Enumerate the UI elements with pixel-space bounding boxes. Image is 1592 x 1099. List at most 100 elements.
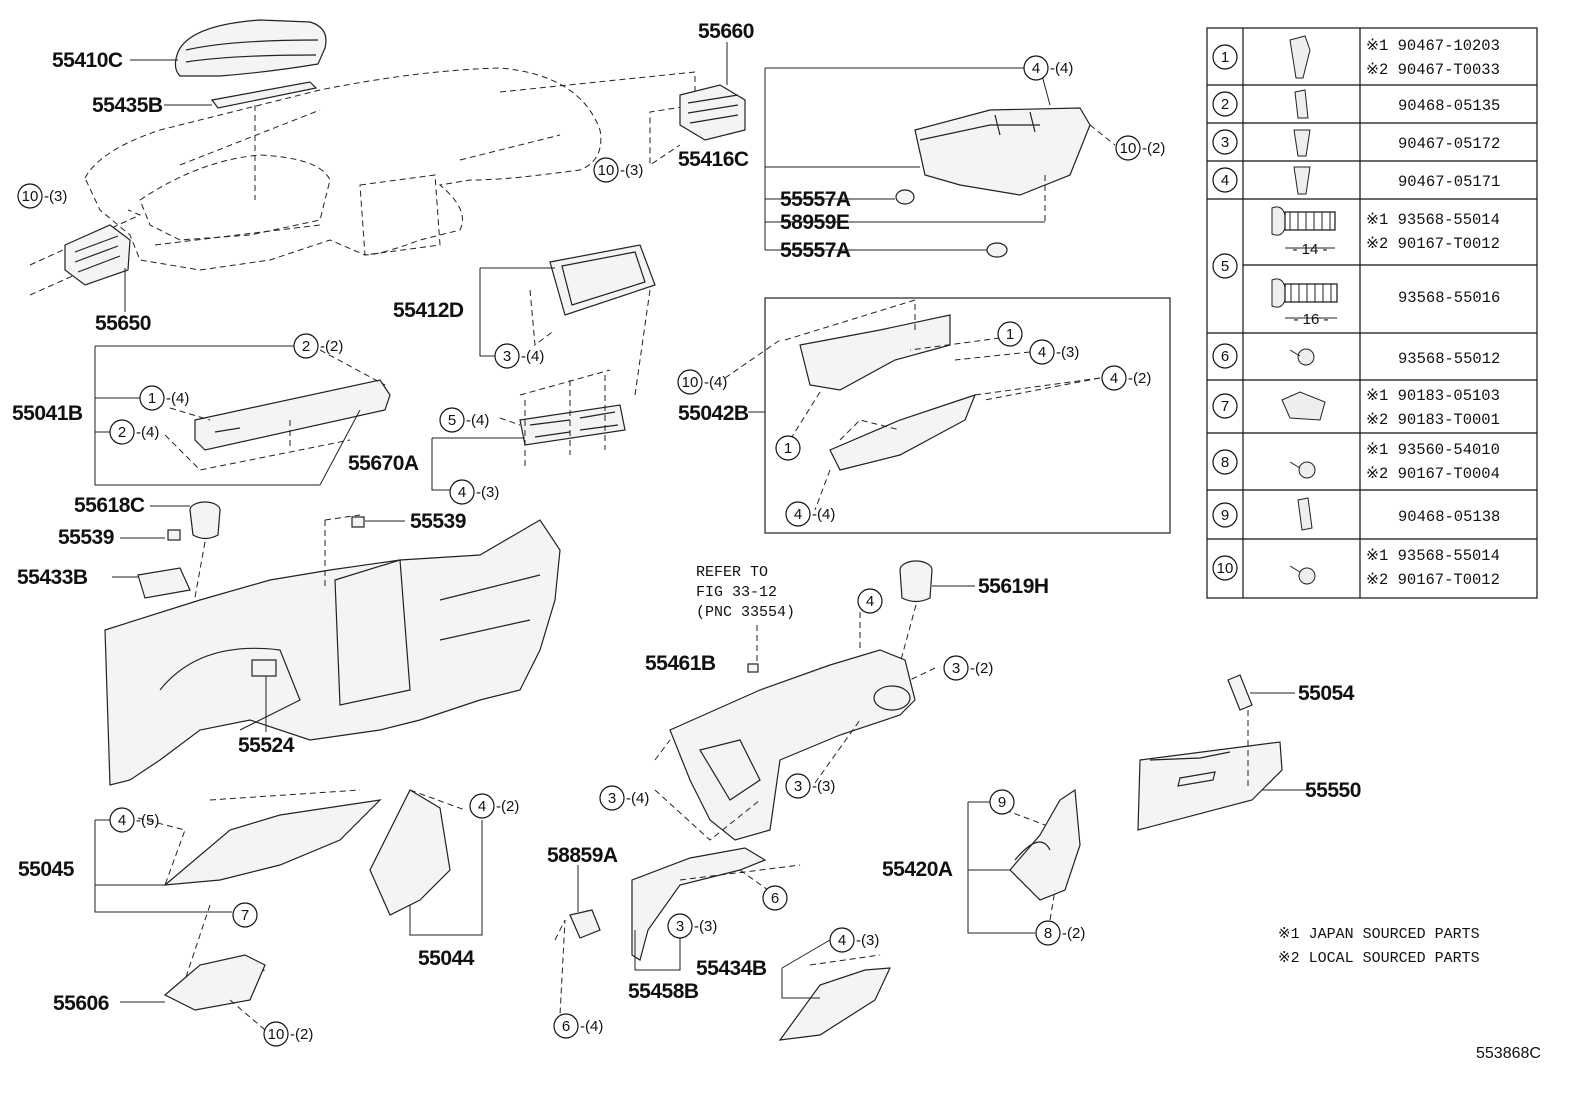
- svg-text:1: 1: [784, 440, 792, 457]
- svg-text:9: 9: [1221, 507, 1229, 524]
- fastener-table: 1 ※1 90467-10203 ※2 90467-T0033 2 90468-…: [1206, 27, 1538, 599]
- svg-text:-(3): -(3): [812, 778, 835, 795]
- svg-text:3: 3: [676, 918, 684, 935]
- callout-c1: 4: [1023, 55, 1049, 81]
- part-duct-55420A: [1009, 788, 1081, 901]
- part-lock-55054: [1227, 674, 1253, 711]
- callout-c26: 9: [989, 789, 1015, 815]
- part-bracket-55433B: [137, 567, 191, 599]
- callout-c16: 4: [785, 501, 811, 527]
- callout-c11: 1: [997, 321, 1023, 347]
- table-row: 8 ※1 93560-54010 ※2 90167-T0004: [1212, 441, 1500, 483]
- part-clip-55539b: [351, 516, 365, 528]
- svg-text:10: 10: [268, 1026, 285, 1043]
- callout-c29: 6: [553, 1013, 579, 1039]
- label-55539-1: 55539: [58, 526, 114, 549]
- svg-text:※2 90167-T0012: ※2 90167-T0012: [1366, 235, 1500, 253]
- table-row: 7 ※1 90183-05103 ※2 90183-T0001: [1212, 387, 1500, 429]
- svg-text:1: 1: [1221, 49, 1229, 66]
- table-row: 4 90467-05171: [1212, 166, 1500, 195]
- svg-text:1: 1: [148, 390, 156, 407]
- svg-text:※1 93560-54010: ※1 93560-54010: [1366, 441, 1500, 459]
- svg-text:-(2): -(2): [1142, 140, 1165, 157]
- screw-icon: [1271, 206, 1286, 236]
- label-55054: 55054: [1298, 682, 1355, 705]
- svg-text:4: 4: [1038, 344, 1046, 361]
- svg-text:-(4): -(4): [704, 374, 727, 391]
- svg-text:1: 1: [1006, 326, 1014, 343]
- svg-text:93568-55016: 93568-55016: [1398, 289, 1500, 307]
- callout-c18: 3: [943, 655, 969, 681]
- label-55550: 55550: [1305, 779, 1361, 802]
- svg-text:5: 5: [1221, 258, 1229, 275]
- label-55557A-2: 55557A: [780, 239, 851, 262]
- svg-text:6: 6: [1221, 348, 1229, 365]
- callout-c8: 2: [109, 419, 135, 445]
- svg-text:-(2): -(2): [1062, 925, 1085, 942]
- part-lower-panel-55042B: [784, 299, 977, 471]
- label-55412D: 55412D: [393, 299, 464, 322]
- bolt-icon: [1297, 348, 1315, 366]
- clip-icon: [1289, 35, 1311, 79]
- part-cup-holder-55618C: [189, 501, 221, 540]
- label-55433B: 55433B: [17, 566, 88, 589]
- part-trim-strip: [210, 81, 318, 109]
- svg-text:10: 10: [1217, 560, 1234, 577]
- svg-text:※2 90183-T0001: ※2 90183-T0001: [1366, 411, 1500, 429]
- svg-text:2: 2: [1221, 96, 1229, 113]
- svg-text:-(2): -(2): [290, 1026, 313, 1043]
- svg-text:-(3): -(3): [620, 162, 643, 179]
- svg-text:5: 5: [448, 412, 456, 429]
- svg-text:6: 6: [562, 1018, 570, 1035]
- label-55650: 55650: [95, 312, 151, 335]
- clip-icon: [1293, 129, 1311, 157]
- part-meter-hood: [174, 19, 327, 77]
- label-55045: 55045: [18, 858, 75, 881]
- table-row: 6 93568-55012: [1212, 343, 1500, 369]
- reference-note: REFER TO FIG 33-12 (PNC 33554): [696, 564, 795, 621]
- screw-icon: [1298, 567, 1316, 585]
- label-55524: 55524: [238, 734, 295, 757]
- callout-c7: 1: [139, 385, 165, 411]
- svg-text:8: 8: [1044, 925, 1052, 942]
- svg-text:4: 4: [794, 506, 802, 523]
- svg-text:-(4): -(4): [580, 1018, 603, 1035]
- svg-text:-(4): -(4): [812, 506, 835, 523]
- table-row: - 16 - 93568-55016: [1271, 278, 1500, 328]
- svg-text:4: 4: [478, 798, 486, 815]
- table-row: 5 - 14 - ※1 93568-55014 ※2 90167-T0012: [1212, 206, 1500, 279]
- svg-text:※1 JAPAN SOURCED PARTS: ※1 JAPAN SOURCED PARTS: [1278, 926, 1480, 943]
- label-55619H: 55619H: [978, 575, 1049, 598]
- part-screen-bezel: [549, 244, 656, 316]
- callout-c13: 4: [1101, 365, 1127, 391]
- callout-c25: 3: [667, 913, 693, 939]
- callout-c10: 4: [449, 479, 475, 505]
- svg-text:-(4): -(4): [521, 348, 544, 365]
- svg-text:※1 93568-55014: ※1 93568-55014: [1366, 211, 1500, 229]
- part-lower-cover-55045: [163, 799, 382, 886]
- label-55618C: 55618C: [74, 494, 145, 517]
- svg-text:※2 90467-T0033: ※2 90467-T0033: [1366, 61, 1500, 79]
- svg-text:-(4): -(4): [466, 412, 489, 429]
- part-trim-55458B: [631, 847, 767, 961]
- screw-icon: [1271, 278, 1286, 308]
- sourcing-notes: ※1 JAPAN SOURCED PARTS ※2 LOCAL SOURCED …: [1278, 926, 1480, 967]
- callout-c23: 7: [232, 902, 258, 928]
- part-bracket-55606: [163, 954, 266, 1011]
- callout-c3: 10: [593, 157, 619, 183]
- callout-c4: 10: [1115, 135, 1141, 161]
- svg-text:-(3): -(3): [1056, 344, 1079, 361]
- label-55416C: 55416C: [678, 148, 749, 171]
- callout-c27: 8: [1035, 920, 1061, 946]
- svg-text:4: 4: [838, 932, 846, 949]
- callout-c9: 5: [439, 407, 465, 433]
- part-side-vent: [64, 224, 131, 286]
- clip-icon: [1297, 497, 1313, 531]
- box-55042B: [764, 297, 1171, 534]
- part-lower-frame: [104, 514, 561, 786]
- svg-text:3: 3: [794, 778, 802, 795]
- part-garnish-55041B: [194, 379, 391, 451]
- svg-text:4: 4: [458, 484, 466, 501]
- part-trim-58859A: [569, 909, 601, 939]
